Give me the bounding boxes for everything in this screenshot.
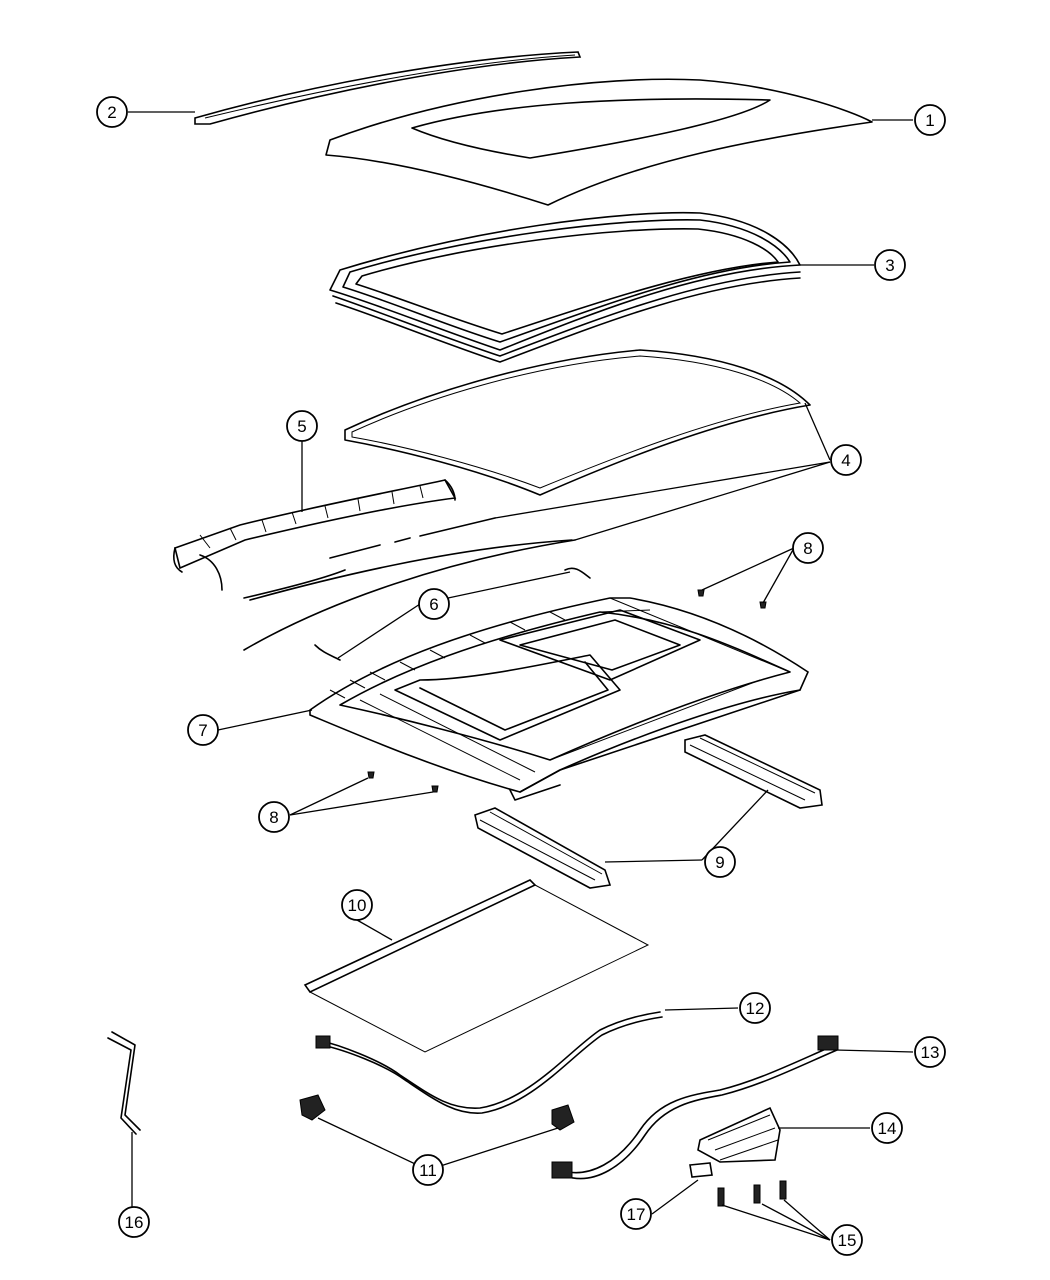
callout-10: 10 — [341, 889, 373, 921]
part-12-drain-hose — [315, 1011, 663, 1114]
callout-11: 11 — [412, 1154, 444, 1186]
callout-8-upper-label: 8 — [803, 539, 812, 558]
part-2-roof-molding — [194, 51, 582, 125]
part-9-guide-rails — [474, 734, 823, 889]
callout-7: 7 — [187, 714, 219, 746]
part-11-clips — [299, 1094, 575, 1131]
part-5-wind-deflector — [173, 479, 457, 591]
part-13-drive-cable — [551, 1035, 839, 1180]
callout-17: 17 — [620, 1198, 652, 1230]
callout-8-lower-label: 8 — [269, 808, 278, 827]
part-10-sunshade — [303, 879, 650, 1053]
part-16-wire — [107, 1031, 141, 1135]
callout-11-label: 11 — [419, 1161, 437, 1180]
callout-8-lower: 8 — [258, 801, 290, 833]
callout-6-label: 6 — [429, 595, 438, 614]
callout-3-label: 3 — [885, 256, 894, 275]
callout-13: 13 — [914, 1036, 946, 1068]
callout-2: 2 — [96, 96, 128, 128]
callout-7-label: 7 — [198, 721, 207, 740]
callout-12: 12 — [739, 992, 771, 1024]
callout-4-label: 4 — [841, 451, 850, 470]
callout-1-label: 1 — [925, 111, 934, 130]
part-3-weatherstrip — [329, 211, 801, 363]
part-4-glass-panel — [344, 349, 811, 496]
callout-10-label: 10 — [348, 896, 367, 915]
callout-9-label: 9 — [715, 853, 724, 872]
callout-17-label: 17 — [627, 1205, 646, 1224]
part-15-bolts — [717, 1180, 787, 1207]
callout-15: 15 — [831, 1224, 863, 1256]
part-14-motor — [697, 1106, 781, 1163]
callout-16: 16 — [118, 1206, 150, 1238]
callout-13-label: 13 — [921, 1043, 940, 1062]
callout-6: 6 — [418, 588, 450, 620]
part-1-roof-panel — [325, 78, 873, 206]
part-17-fastener — [689, 1162, 713, 1178]
callout-8-upper: 8 — [792, 532, 824, 564]
callout-5-label: 5 — [297, 417, 306, 436]
callout-15-label: 15 — [838, 1231, 857, 1250]
callout-14-label: 14 — [878, 1119, 897, 1138]
callout-5: 5 — [286, 410, 318, 442]
callout-12-label: 12 — [746, 999, 765, 1018]
callout-3: 3 — [874, 249, 906, 281]
leader-lines — [128, 111, 914, 1241]
callout-16-label: 16 — [125, 1213, 144, 1232]
part-4-seal-strips — [243, 517, 576, 651]
part-6-drain-clips — [314, 567, 591, 661]
callout-4: 4 — [830, 444, 862, 476]
part-7-sunroof-frame — [309, 597, 810, 801]
callout-2-label: 2 — [107, 103, 116, 122]
callout-9: 9 — [704, 846, 736, 878]
callout-14: 14 — [871, 1112, 903, 1144]
callout-1: 1 — [914, 104, 946, 136]
